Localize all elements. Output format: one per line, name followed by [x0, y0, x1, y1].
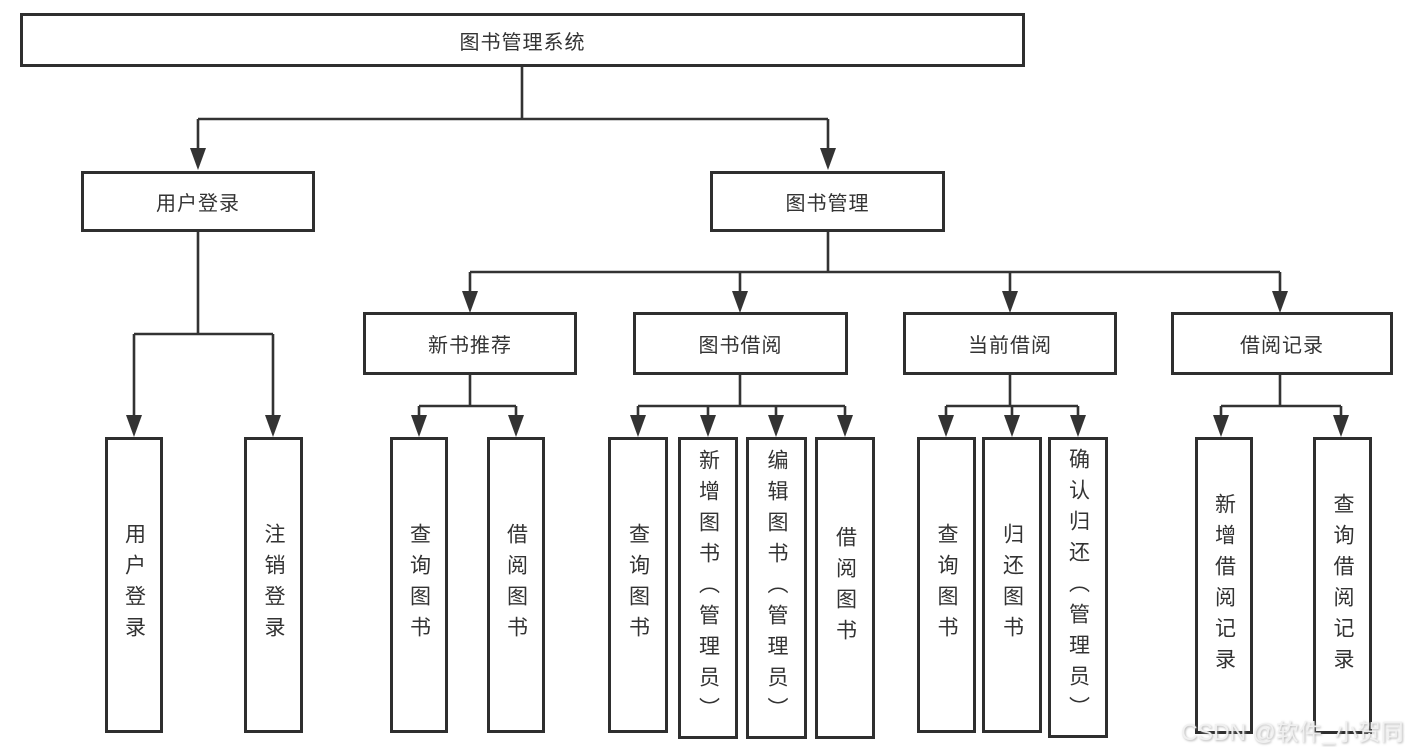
node-current-borrowing: 当前借阅: [903, 312, 1117, 375]
connector-bookmgmt-to-level3: [462, 232, 1288, 313]
node-leaf-logout: 注销登录: [244, 437, 303, 733]
connector-currentborrow-to-leaves: [938, 375, 1086, 437]
node-leaf-add-books-admin: 新增图书（管理员）: [678, 437, 738, 739]
node-borrowing-records: 借阅记录: [1171, 312, 1393, 375]
node-leaf-borrow-books-2: 借阅图书: [815, 437, 875, 739]
node-leaf-confirm-return-admin: 确认归还（管理员）: [1048, 437, 1108, 738]
connector-newbookrec-to-leaves: [411, 375, 524, 437]
node-leaf-borrow-books-1: 借阅图书: [487, 437, 545, 733]
node-leaf-edit-books-admin: 编辑图书（管理员）: [746, 437, 807, 739]
node-leaf-return-books: 归还图书: [982, 437, 1042, 733]
node-leaf-query-books-2: 查询图书: [608, 437, 668, 733]
connector-userlogin-to-leaves: [126, 232, 281, 437]
node-root: 图书管理系统: [20, 13, 1025, 67]
node-new-book-recommend: 新书推荐: [363, 312, 577, 375]
node-user-login: 用户登录: [81, 171, 315, 232]
watermark: CSDN @软件_小贺同学: [1181, 719, 1405, 745]
connector-borrowrecord-to-leaves: [1213, 375, 1349, 437]
connector-bookborrow-to-leaves: [630, 375, 853, 437]
connector-root-to-level2: [190, 67, 836, 170]
node-leaf-query-borrow-record: 查询借阅记录: [1313, 437, 1372, 734]
node-book-borrowing: 图书借阅: [633, 312, 848, 375]
node-leaf-query-books-1: 查询图书: [390, 437, 448, 733]
node-leaf-user-login: 用户登录: [105, 437, 163, 733]
node-book-management: 图书管理: [710, 171, 945, 232]
node-leaf-add-borrow-record: 新增借阅记录: [1195, 437, 1253, 734]
node-leaf-query-books-3: 查询图书: [917, 437, 976, 733]
